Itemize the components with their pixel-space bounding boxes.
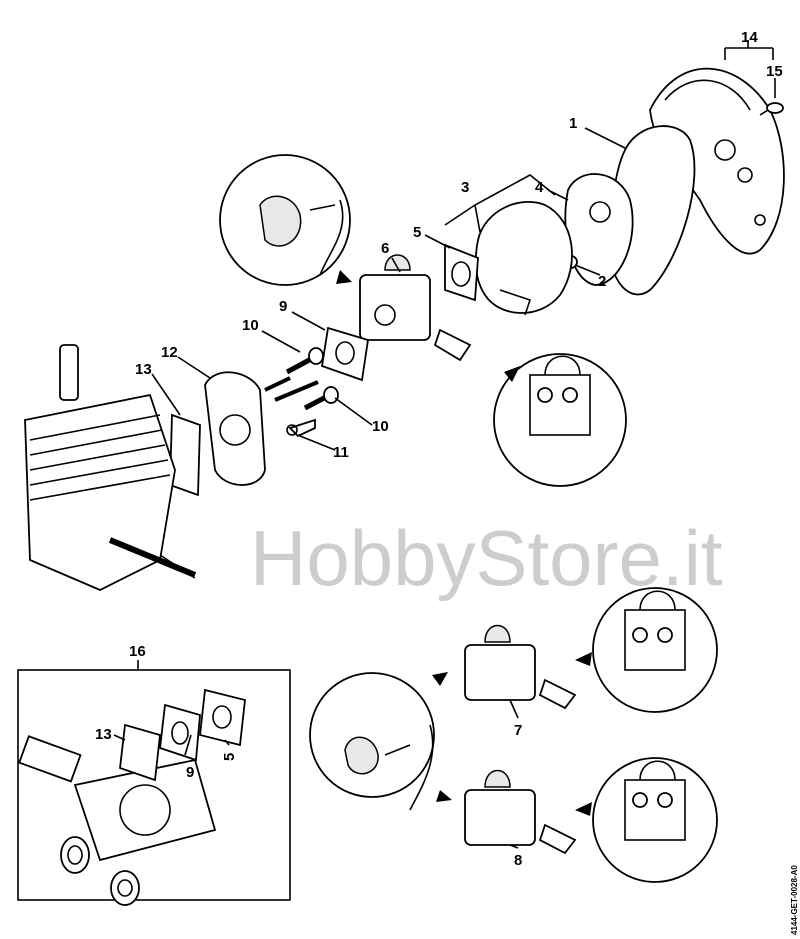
callout-1: 1 — [569, 115, 577, 132]
carburetor — [359, 254, 472, 362]
callout-7: 7 — [514, 722, 522, 739]
callout-2: 2 — [598, 273, 606, 290]
detail-view-carburetor-8 — [575, 757, 718, 883]
drawing-code: 4144-GET-0028-A0 — [790, 865, 799, 935]
callout-11: 11 — [333, 444, 349, 461]
intake-flange — [204, 371, 266, 486]
carburetor-8 — [464, 769, 577, 855]
leader-lines — [113, 40, 776, 849]
detail-view-filter-screen-bottom — [309, 672, 452, 811]
gasket-5 — [444, 243, 479, 302]
kit-callout-13: 13 — [95, 726, 112, 743]
bracket-11 — [288, 418, 316, 438]
gasket-kit-box — [17, 669, 291, 906]
callout-9: 9 — [279, 298, 287, 315]
callout-8: 8 — [514, 852, 522, 869]
engine-cylinder — [24, 344, 197, 591]
callout-4: 4 — [535, 179, 544, 196]
callout-14: 14 — [741, 29, 758, 46]
gasket-13 — [169, 413, 201, 497]
callout-10: 10 — [242, 317, 259, 334]
callout-5: 5 — [413, 224, 421, 241]
callout-6: 6 — [381, 240, 389, 257]
detail-view-carburetor-7 — [575, 587, 718, 713]
callout-10-lower: 10 — [372, 418, 389, 435]
filter-base — [474, 201, 573, 316]
gasket-9 — [320, 326, 370, 382]
callout-12: 12 — [161, 344, 178, 361]
bolt-10 — [264, 347, 339, 411]
callout-16: 16 — [129, 643, 146, 660]
callout-13: 13 — [135, 361, 152, 378]
watermark: HobbyStore.it — [250, 514, 723, 602]
screw-15 — [759, 102, 784, 116]
detail-view-filter-screen-top — [219, 154, 352, 286]
carburetor-7 — [464, 624, 577, 710]
callout-15: 15 — [766, 63, 783, 80]
kit-callout-5: 5 — [221, 753, 238, 761]
callout-3: 3 — [461, 179, 469, 196]
detail-view-carburetor-6 — [493, 353, 627, 487]
kit-callout-9: 9 — [186, 764, 194, 781]
